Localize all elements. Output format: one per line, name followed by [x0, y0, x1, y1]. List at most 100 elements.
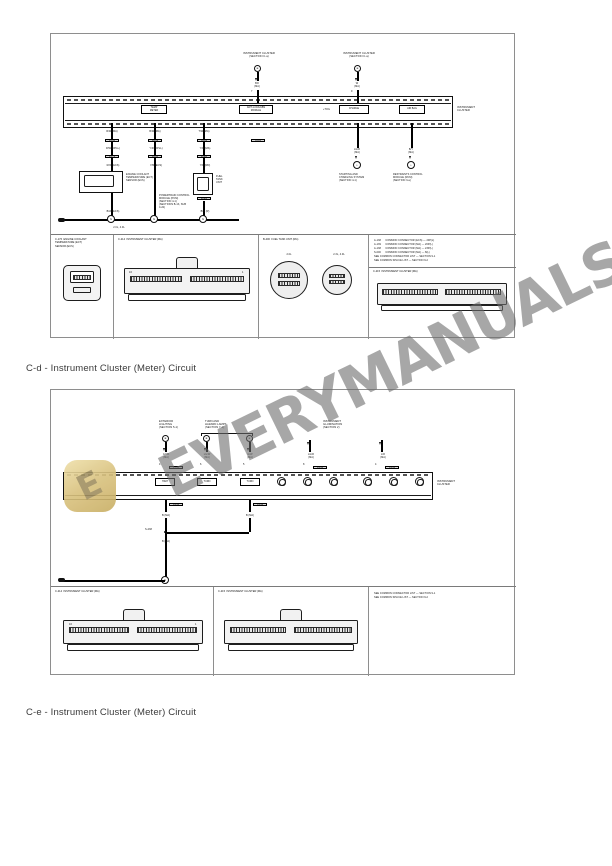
pin-number-6: 6 [200, 463, 202, 466]
connector-detail-row-1: C-176 ENGINE COOLANT TEMPERATURE (ECT) S… [51, 235, 516, 339]
pin-number-7: 7 [251, 90, 253, 93]
detail-title-c214b: INSTRUMENT CLUSTER (MA) [63, 590, 100, 593]
wire-label-bw-ecs: B/W (ECS) [106, 210, 120, 213]
wire-label-bw-ma: B/W (MA) [149, 130, 161, 133]
wire-label-lgw-ma: LG/W (MA) [203, 453, 211, 460]
ref-title-illumination: INSTRUMENT ILLUMINATION (SECTION 2) [323, 420, 343, 430]
illumination-lamp-2 [303, 477, 312, 486]
connector-tag-s103: S-103 [251, 139, 265, 143]
detail-panel-c176: C-176 ENGINE COOLANT TEMPERATURE (ECT) S… [51, 235, 114, 339]
detail-code-c176: C-176 [55, 238, 63, 241]
indicator-turn-right: TURN [240, 478, 260, 486]
legend-line-4: S-000 COMMON CONNECTOR (MA) — 8(L) [374, 251, 430, 254]
wire-label-by-ma: B/Y (MA) [408, 148, 414, 155]
detail-sublabel-23l: 2.3L, 4.0L [333, 253, 345, 256]
legend2-line-1: SEE COMMON CONNECTOR LIST — SECTION 9-1 [374, 592, 436, 595]
htg-label: +TOG [323, 108, 331, 111]
caption-c-e: C-e - Instrument Cluster (Meter) Circuit [26, 707, 197, 718]
wire-label-bo-ma: BO (MA) [254, 82, 260, 89]
arrow-icon-cluster-left [255, 78, 258, 81]
detail-panel-legend-1: A-138 COMMON CONNECTOR (ECS) — 20P(L) A-… [369, 235, 516, 339]
arrow-icon-cluster-right [355, 78, 358, 81]
fuel-tank-sender-symbol [197, 177, 209, 191]
wire-label-yr-rd: Y/R (RD) [199, 164, 211, 167]
ref-title-turn-hazard: TURN AND HAZARD LAMPS (SECTION 7-1) [205, 420, 227, 430]
indicator-high-beam: HIGH [155, 478, 175, 486]
connector-tag-s102: S-102 [197, 139, 211, 143]
ref-symbol-turn-left: ⊕ [203, 435, 210, 442]
wire-label-gw-ma: G/W (MA) [247, 453, 253, 460]
ref-title-cluster-right: INSTRUMENT CLUSTER (SECTION C-a) [343, 52, 375, 59]
cluster-bottom-bus [67, 123, 449, 125]
detail-panel-c215b: C-215 INSTRUMENT CLUSTER (MA) [214, 587, 369, 676]
wiring-diagram-c-e: EXTERIOR LIGHTING (SECTION 5-1) ⊕ GY/R (… [50, 389, 516, 676]
wire-label-bo-r: B/O (R) [200, 210, 210, 213]
connector-tag-c214b: C-214 [169, 503, 183, 507]
ground-symbol-1: G [107, 215, 115, 223]
detail-panel-legend-2: SEE COMMON CONNECTOR LIST — SECTION 9-1 … [369, 587, 516, 676]
connector-tag-b401: B-401 [197, 197, 211, 201]
wire-label-w-ma: W (MA) [354, 82, 360, 89]
ref-symbol-cluster-left: ⊕ [254, 65, 261, 72]
connector-tag-a139: A-139 [148, 139, 162, 143]
ref-symbol-rcm: ⊥ [407, 161, 415, 169]
illumination-lamp-6 [415, 477, 424, 486]
wire-label-b-ma-1: B (MA) [161, 514, 171, 517]
ref-title-rcm: RESTRAINTS CONTROL MODULE (RCM) (SECTION… [393, 173, 423, 183]
ground-terminal-icon [58, 218, 65, 222]
wire-label-b-ma-2: B (MA) [245, 514, 255, 517]
ref-symbol-start-charge: ⊥ [353, 161, 361, 169]
detail-code-c214b: C-214 [55, 590, 63, 593]
wire-label-lgr-ma-2: LG/R (MA) [307, 453, 315, 460]
illumination-lamp-4 [363, 477, 372, 486]
turn-hazard-bracket [201, 433, 253, 436]
ground-symbol-3: G [199, 215, 207, 223]
component-label-ect: ENGINE COOLANT TEMPERATURE (ECT) SENSOR … [126, 173, 153, 183]
detail-panel-c214b: C-214 INSTRUMENT CLUSTER (MA) 16 1 [51, 587, 214, 676]
detail-title-c176: ENGINE COOLANT TEMPERATURE (ECT) SENSOR … [55, 238, 87, 248]
legend-line-6: SEE COMMON SPLICE LIST — SECTION 9-2 [374, 259, 428, 262]
indicator-antilock-module: ANTI-LOCK/ABS MODULE [239, 105, 273, 114]
legend2-line-2: SEE COMMON SPLICE LIST — SECTION 9-2 [374, 596, 428, 599]
legend-line-1: A-138 COMMON CONNECTOR (ECS) — 20P(L) [374, 239, 435, 242]
ground-terminal-icon-2 [58, 578, 65, 582]
connector-detail-row-2: C-214 INSTRUMENT CLUSTER (MA) 16 1 C-215… [51, 587, 516, 676]
ref-symbol-exterior-lighting: ⊕ [162, 435, 169, 442]
detail-code-c215b: C-215 [218, 590, 226, 593]
connector-tag-c215c: C-215 [313, 466, 327, 470]
legend-line-5: SEE COMMON CONNECTOR LIST — SECTION 9-1 [374, 255, 436, 258]
illumination-lamp-3 [329, 477, 338, 486]
indicator-charge-lamp: CHARGE [339, 105, 369, 114]
wire-label-yr-ecs: Y/R (ECS) [149, 164, 163, 167]
pin-number-5: 5 [243, 463, 245, 466]
ref-title-start-charge: STARTING AND CHARGING SYSTEM (SECTION 4-… [339, 173, 365, 183]
cluster-label-1: INSTRUMENT CLUSTER [457, 106, 476, 113]
ground-symbol-2: G [150, 215, 158, 223]
ref-symbol-cluster-right: ⊕ [354, 65, 361, 72]
legend-line-2: A-139 COMMON CONNECTOR (MA) — 20P(L) [374, 243, 433, 246]
wire-label-tw-ma: T/W (MA) [198, 130, 210, 133]
pin-number-4b: 4 [159, 463, 161, 466]
detail-title-c214: INSTRUMENT CLUSTER (MA) [126, 238, 163, 241]
connector-tag-b400: B-400 [197, 155, 211, 159]
connector-tag-c176: C-176 [105, 155, 119, 159]
ref-title-cluster-left: INSTRUMENT CLUSTER (SECTION C-a) [243, 52, 275, 59]
wire-label-gyr-ma: GY/R (MA) [162, 453, 170, 460]
connector-tag-c214c: C-214 [253, 503, 267, 507]
caption-c-d: C-d - Instrument Cluster (Meter) Circuit [26, 363, 197, 374]
wiring-diagram-c-d: INSTRUMENT CLUSTER (SECTION C-a) ⊕ BO (M… [50, 33, 516, 339]
wire-label-rw-dpll: R/W (DPLL) [106, 147, 120, 150]
detail-title-c215b: INSTRUMENT CLUSTER (MA) [226, 590, 263, 593]
detail-panel-b400: B-400 FUEL TANK UNIT (RG) 2.0L 2.3L, 4.0… [259, 235, 369, 339]
pin-number-8: 8 [303, 463, 305, 466]
detail-panel-c214: C-214 INSTRUMENT CLUSTER (MA) 16 1 [114, 235, 259, 339]
wire-label-rw-ecs: R/W (ECS) [106, 164, 120, 167]
pin-number-4c: 4 [375, 463, 377, 466]
wire-label-yr-dpll: Y/R (DPLL) [149, 147, 163, 150]
detail-title-c215: INSTRUMENT CLUSTER (MA) [381, 270, 418, 273]
connector-tag-c215b: C-215 [169, 466, 183, 470]
cluster-top-bus-2 [67, 474, 429, 476]
component-label-pcm: POWERTRAIN CONTROL MODULE (PCM) (SECTION… [159, 194, 190, 210]
wire-label-rw-ma: R/W (MA) [106, 130, 118, 133]
